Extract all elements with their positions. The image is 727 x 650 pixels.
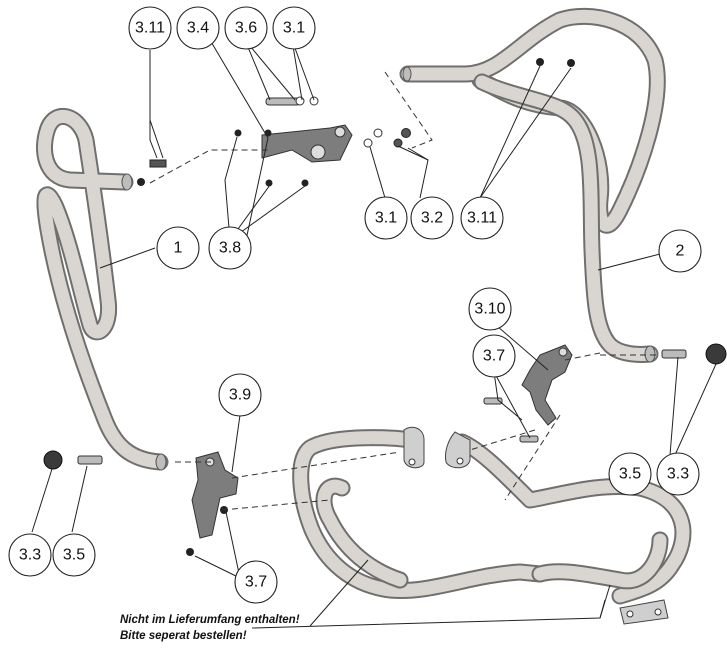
callout-3-1-top: 3.1 (272, 6, 316, 50)
callout-label: 3.1 (375, 210, 397, 227)
callout-label: 2 (676, 243, 685, 260)
callout-3-4: 3.4 (176, 6, 220, 50)
tube-end-cap (402, 66, 412, 82)
cap-3-3-left (43, 450, 63, 470)
tube-end-cap (155, 453, 167, 471)
callout-2: 2 (658, 229, 702, 273)
callout-label: 3.5 (619, 466, 641, 483)
callout-label: 3.9 (229, 387, 251, 404)
not-included-note-line2: Bitte seperat bestellen! (120, 630, 247, 642)
washer-3-1-mid (363, 138, 373, 148)
callout-label: 3.5 (63, 547, 85, 564)
callout-1: 1 (156, 226, 200, 270)
nut-3-8-a (234, 129, 242, 137)
callout-3-2: 3.2 (410, 196, 454, 240)
callout-label: 3.7 (245, 574, 267, 591)
right-fixings (661, 343, 727, 365)
nut-3-2-b (401, 128, 411, 138)
left-lower-fixings (43, 450, 103, 470)
tube-end-cap (644, 345, 656, 363)
not-included-note-line1: Nicht im Lieferumfang enthalten! (120, 614, 300, 626)
callout-label: 3.11 (467, 210, 497, 227)
callout-label: 3.1 (283, 20, 305, 37)
bolt-3-5-right (661, 349, 687, 359)
callout-3-3-left: 3.3 (8, 533, 52, 577)
callout-label: 3.4 (187, 20, 209, 37)
callout-3-11-right: 3.11 (460, 196, 504, 240)
left-crash-bar-part-1 (36, 108, 169, 471)
assembly-dashed-lines (149, 71, 660, 511)
callout-3-5-right: 3.5 (608, 452, 652, 496)
mount-bracket-3-9 (186, 451, 239, 556)
washer-3-1-top-a (295, 96, 305, 106)
callout-label: 3.3 (667, 466, 689, 483)
bolt-3-7-b (186, 548, 194, 556)
callout-label: 3.7 (483, 348, 505, 365)
nut-3-2 (393, 138, 403, 148)
bolt-3-11-left (137, 159, 167, 186)
lower-bar-foot-tab (619, 599, 669, 625)
callout-3-6: 3.6 (224, 6, 268, 50)
bolt-3-6 (265, 97, 301, 106)
lower-bar-tab-left (403, 426, 425, 469)
callout-3-1-mid: 3.1 (364, 196, 408, 240)
callout-3-11-top: 3.11 (128, 6, 172, 50)
nut-3-8-c (265, 179, 273, 187)
callout-label: 3.8 (219, 240, 241, 257)
bolt-3-5-left (77, 455, 103, 465)
top-bracket-3-4 (234, 96, 411, 187)
leader-lines (31, 39, 717, 629)
callout-3-7-bottom: 3.7 (234, 560, 278, 604)
mount-bracket-3-10 (483, 344, 573, 443)
callout-label: 3.11 (135, 20, 165, 37)
nut-3-8-d (301, 179, 309, 187)
nut-3-11-right-a (536, 58, 544, 66)
washer-3-1-mid-b (373, 128, 383, 138)
callout-label: 3.10 (474, 301, 505, 318)
washer-3-1-top-b (309, 96, 319, 106)
callout-3-3-right: 3.3 (656, 452, 700, 496)
cap-3-3-right (705, 343, 727, 365)
callout-3-5-left: 3.5 (52, 533, 96, 577)
callout-label: 1 (174, 240, 183, 257)
callout-label: 3.2 (421, 210, 443, 227)
callout-label: 3.6 (235, 20, 257, 37)
callout-3-7-right: 3.7 (472, 334, 516, 378)
right-crash-bar-part-2 (399, 7, 666, 363)
tube-end-cap (121, 173, 133, 191)
callout-label: 3.3 (19, 547, 41, 564)
callout-3-9: 3.9 (218, 373, 262, 417)
lower-bar-tab-right (445, 431, 471, 469)
callout-3-8: 3.8 (208, 226, 252, 270)
callout-3-10: 3.10 (468, 287, 512, 331)
nut-3-11-right-b (567, 59, 575, 67)
